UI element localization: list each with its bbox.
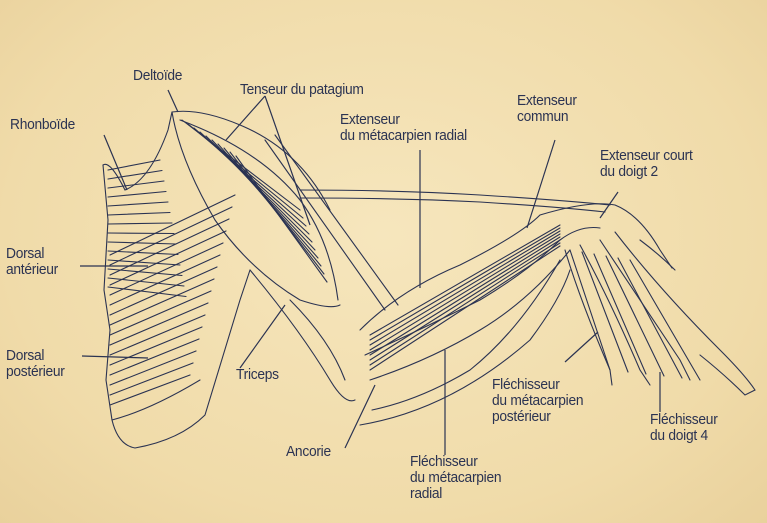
muscle-fiber	[109, 254, 221, 306]
label-extenseur-court-doigt2: Extenseur court du doigt 2	[600, 148, 693, 180]
muscle-fiber	[107, 232, 175, 235]
label-line: Extenseur	[340, 111, 400, 128]
muscle-fiber	[109, 326, 203, 366]
muscle-fiber	[107, 159, 161, 171]
label-line: du métacarpien	[492, 392, 584, 409]
muscle-fiber	[107, 250, 179, 256]
label-line: radial	[410, 485, 443, 502]
label-line: Extenseur	[517, 92, 577, 109]
muscle-fiber	[369, 236, 561, 356]
label-flechisseur-metacarpien-posterieur: Fléchisseur du métacarpien postérieur	[492, 376, 584, 425]
muscle-outlines	[102, 110, 756, 449]
muscle-fiber	[107, 190, 167, 198]
label-dorsal-anterieur: Dorsal antérieur	[6, 246, 58, 278]
label-line: Dorsal	[6, 347, 45, 364]
label-extenseur-metacarpien-radial: Extenseur du métacarpien radial	[340, 112, 467, 144]
label-line: du doigt 2	[600, 163, 658, 180]
muscle-fiber	[629, 259, 701, 381]
label-line: postérieur	[492, 408, 551, 425]
label-line: du doigt 4	[650, 427, 708, 444]
muscle-fiber	[369, 242, 561, 366]
label-line: Fléchisseur	[492, 376, 560, 393]
muscle-fiber	[369, 227, 561, 341]
label-triceps: Triceps	[236, 366, 279, 383]
muscle-fiber	[593, 253, 647, 375]
muscle-fiber	[107, 211, 171, 216]
label-line: Dorsal	[6, 245, 45, 262]
label-line: Fléchisseur	[650, 411, 718, 428]
muscle-fiber	[109, 194, 236, 256]
label-rhonboide: Rhonboïde	[10, 116, 76, 133]
muscle-fiber	[109, 338, 200, 376]
muscle-fiber	[107, 180, 165, 189]
muscle-fiber	[107, 222, 173, 225]
muscle-fiber	[109, 242, 224, 296]
muscle-fiber	[581, 251, 629, 373]
muscle-fiber	[109, 206, 233, 266]
label-line: antérieur	[6, 261, 58, 278]
muscle-fibers	[107, 119, 701, 406]
muscle-fiber	[109, 374, 191, 406]
label-extenseur-commun: Extenseur commun	[517, 93, 577, 125]
muscle-fiber	[109, 314, 206, 356]
muscle-fiber	[569, 249, 611, 371]
muscle-fiber	[109, 290, 212, 336]
leader-lines	[80, 89, 661, 455]
muscle-fiber	[107, 241, 177, 245]
muscle-fiber	[107, 286, 187, 298]
muscle-fiber	[107, 201, 169, 207]
muscle-fiber	[369, 224, 561, 336]
muscle-fiber	[107, 169, 163, 180]
label-deltoide: Deltoïde	[133, 67, 183, 84]
muscle-fiber	[109, 362, 194, 396]
muscle-fiber	[369, 233, 561, 351]
muscle-fiber	[109, 278, 215, 326]
muscle-fiber	[369, 245, 561, 371]
label-line: Extenseur court	[600, 147, 693, 164]
muscle-fiber	[605, 255, 665, 377]
muscle-fiber	[107, 277, 185, 287]
label-flechisseur-metacarpien-radial: Fléchisseur du métacarpien radial	[410, 453, 502, 502]
muscle-fiber	[109, 350, 197, 386]
label-ancorie: Ancorie	[286, 443, 331, 460]
label-line: du métacarpien radial	[340, 127, 467, 144]
label-line: postérieur	[6, 363, 65, 380]
muscle-fiber	[235, 155, 328, 283]
label-line: du métacarpien	[410, 469, 502, 486]
label-flechisseur-doigt4: Fléchisseur du doigt 4	[650, 412, 718, 444]
label-dorsal-posterieur: Dorsal postérieur	[6, 348, 65, 380]
muscle-fiber	[107, 268, 183, 277]
muscle-fiber	[369, 230, 561, 346]
label-line: Fléchisseur	[410, 453, 478, 470]
muscle-fiber	[109, 230, 227, 286]
label-tenseur-patagium: Tenseur du patagium	[240, 81, 364, 98]
muscle-fiber	[617, 257, 683, 379]
muscle-fiber	[109, 266, 218, 316]
muscle-fiber	[109, 302, 209, 346]
muscle-fiber	[369, 239, 561, 361]
label-line: commun	[517, 108, 569, 125]
